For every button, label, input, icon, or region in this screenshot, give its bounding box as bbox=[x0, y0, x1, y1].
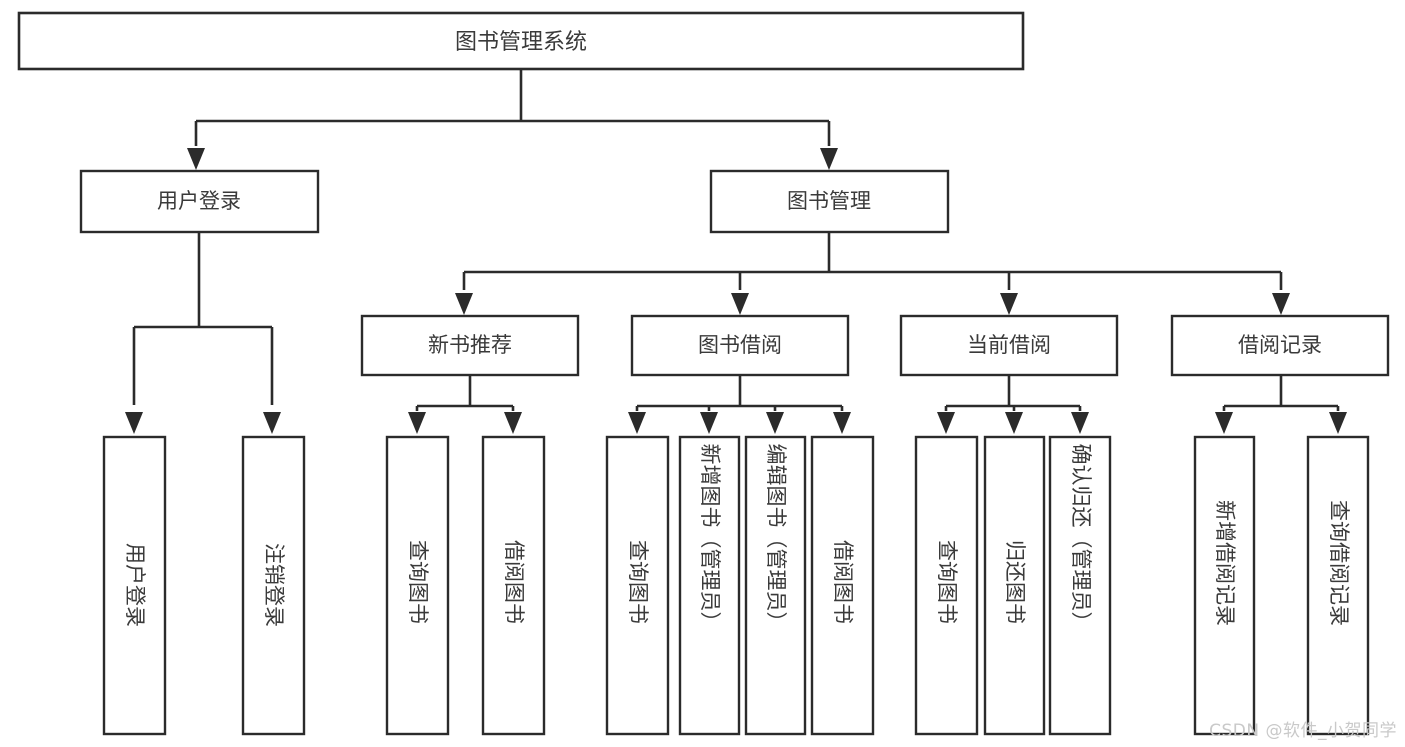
arrow-icon-book-borrow bbox=[731, 293, 749, 315]
arrow-icon-leaf-add-book bbox=[700, 412, 718, 434]
arrow-icon-to-user-login bbox=[187, 148, 205, 170]
node-leaf-query-book-2[interactable]: 查询图书 bbox=[605, 435, 670, 736]
arrow-icon-leaf-query-record bbox=[1329, 412, 1347, 434]
node-leaf-query-book-1[interactable]: 查询图书 bbox=[385, 435, 450, 736]
arrow-icon-leaf-user-login bbox=[125, 412, 143, 434]
node-book-borrow-label: 图书借阅 bbox=[698, 333, 782, 357]
node-user-login[interactable]: 用户登录 bbox=[79, 169, 320, 234]
node-new-book-recommend-label: 新书推荐 bbox=[428, 333, 512, 357]
node-leaf-add-book[interactable]: 新增图书（管理员） bbox=[678, 435, 741, 736]
arrow-icon-to-book-management bbox=[820, 148, 838, 170]
node-leaf-confirm-return-box[interactable] bbox=[1048, 435, 1112, 736]
node-root-label: 图书管理系统 bbox=[455, 30, 587, 55]
arrow-icon-leaf-borrow-book-2 bbox=[833, 412, 851, 434]
node-leaf-return-book-box[interactable] bbox=[983, 435, 1046, 736]
node-borrow-record-box[interactable] bbox=[1170, 314, 1390, 377]
node-leaf-borrow-book-1-label: 借阅图书 bbox=[502, 540, 526, 624]
node-leaf-borrow-book-1-box[interactable] bbox=[481, 435, 546, 736]
arrow-icon-leaf-add-record bbox=[1215, 412, 1233, 434]
node-leaf-query-record-box[interactable] bbox=[1306, 435, 1370, 736]
node-book-management[interactable]: 图书管理 bbox=[709, 169, 950, 234]
node-leaf-add-record-box[interactable] bbox=[1193, 435, 1256, 736]
arrow-icon-new-book-recommend bbox=[455, 293, 473, 315]
node-leaf-query-book-1-box[interactable] bbox=[385, 435, 450, 736]
node-leaf-query-record[interactable]: 查询借阅记录 bbox=[1306, 435, 1370, 736]
node-leaf-add-book-box[interactable] bbox=[678, 435, 741, 736]
connector-group-borrow-record bbox=[1215, 375, 1347, 434]
node-root[interactable]: 图书管理系统 bbox=[17, 11, 1025, 71]
node-borrow-record-label: 借阅记录 bbox=[1238, 333, 1322, 357]
node-leaf-query-record-label: 查询借阅记录 bbox=[1327, 500, 1351, 626]
node-leaf-logout-box[interactable] bbox=[241, 435, 306, 736]
arrow-icon-borrow-record bbox=[1272, 293, 1290, 315]
arrow-icon-leaf-query-book-1 bbox=[408, 412, 426, 434]
node-leaf-logout[interactable]: 注销登录 bbox=[241, 435, 306, 736]
connector-group-current-borrow bbox=[937, 375, 1089, 434]
node-leaf-confirm-return[interactable]: 确认归还（管理员） bbox=[1048, 435, 1112, 736]
node-leaf-borrow-book-2-label: 借阅图书 bbox=[831, 540, 855, 624]
node-leaf-edit-book-label: 编辑图书（管理员） bbox=[764, 444, 788, 633]
node-leaf-query-book-3[interactable]: 查询图书 bbox=[914, 435, 979, 736]
node-leaf-return-book-label: 归还图书 bbox=[1003, 540, 1027, 624]
node-current-borrow-label: 当前借阅 bbox=[967, 333, 1051, 357]
node-new-book-recommend[interactable]: 新书推荐 bbox=[360, 314, 580, 377]
node-user-login-label: 用户登录 bbox=[157, 189, 241, 213]
arrow-icon-leaf-logout bbox=[263, 412, 281, 434]
node-leaf-edit-book[interactable]: 编辑图书（管理员） bbox=[744, 435, 807, 736]
node-new-book-recommend-box[interactable] bbox=[360, 314, 580, 377]
node-book-management-label: 图书管理 bbox=[787, 189, 871, 213]
node-leaf-query-book-3-box[interactable] bbox=[914, 435, 979, 736]
node-leaf-logout-label: 注销登录 bbox=[262, 543, 286, 627]
node-leaf-edit-book-box[interactable] bbox=[744, 435, 807, 736]
node-current-borrow[interactable]: 当前借阅 bbox=[899, 314, 1119, 377]
connector-group-user-login bbox=[125, 232, 281, 434]
connector-group-root bbox=[187, 69, 838, 170]
arrow-icon-leaf-edit-book bbox=[766, 412, 784, 434]
csdn-watermark: CSDN @软件_小贺同学 bbox=[1209, 721, 1397, 741]
node-leaf-query-book-2-label: 查询图书 bbox=[626, 540, 650, 624]
node-leaf-user-login-label: 用户登录 bbox=[123, 543, 147, 627]
arrow-icon-leaf-query-book-2 bbox=[628, 412, 646, 434]
node-leaf-add-book-label: 新增图书（管理员） bbox=[698, 444, 722, 633]
node-book-borrow-box[interactable] bbox=[630, 314, 850, 377]
node-book-borrow[interactable]: 图书借阅 bbox=[630, 314, 850, 377]
connector-group-book-management bbox=[455, 232, 1290, 315]
node-leaf-user-login-box[interactable] bbox=[102, 435, 167, 736]
arrow-icon-leaf-return-book bbox=[1005, 412, 1023, 434]
node-leaf-borrow-book-1[interactable]: 借阅图书 bbox=[481, 435, 546, 736]
node-user-login-box[interactable] bbox=[79, 169, 320, 234]
node-root-box[interactable] bbox=[17, 11, 1025, 71]
arrow-icon-leaf-borrow-book-1 bbox=[504, 412, 522, 434]
node-leaf-add-record-label: 新增借阅记录 bbox=[1213, 500, 1237, 626]
node-leaf-query-book-3-label: 查询图书 bbox=[935, 540, 959, 624]
node-current-borrow-box[interactable] bbox=[899, 314, 1119, 377]
node-borrow-record[interactable]: 借阅记录 bbox=[1170, 314, 1390, 377]
node-leaf-user-login[interactable]: 用户登录 bbox=[102, 435, 167, 736]
node-leaf-query-book-1-label: 查询图书 bbox=[406, 540, 430, 624]
node-leaf-borrow-book-2[interactable]: 借阅图书 bbox=[810, 435, 875, 736]
arrow-icon-current-borrow bbox=[1000, 293, 1018, 315]
node-leaf-confirm-return-label: 确认归还（管理员） bbox=[1069, 444, 1093, 633]
arrow-icon-leaf-query-book-3 bbox=[937, 412, 955, 434]
node-leaf-query-book-2-box[interactable] bbox=[605, 435, 670, 736]
connector-group-new-book-recommend bbox=[408, 375, 522, 434]
connector-group-book-borrow bbox=[628, 375, 851, 434]
arrow-icon-leaf-confirm-return bbox=[1071, 412, 1089, 434]
node-leaf-add-record[interactable]: 新增借阅记录 bbox=[1193, 435, 1256, 736]
node-leaf-borrow-book-2-box[interactable] bbox=[810, 435, 875, 736]
node-leaf-return-book[interactable]: 归还图书 bbox=[983, 435, 1046, 736]
node-book-management-box[interactable] bbox=[709, 169, 950, 234]
